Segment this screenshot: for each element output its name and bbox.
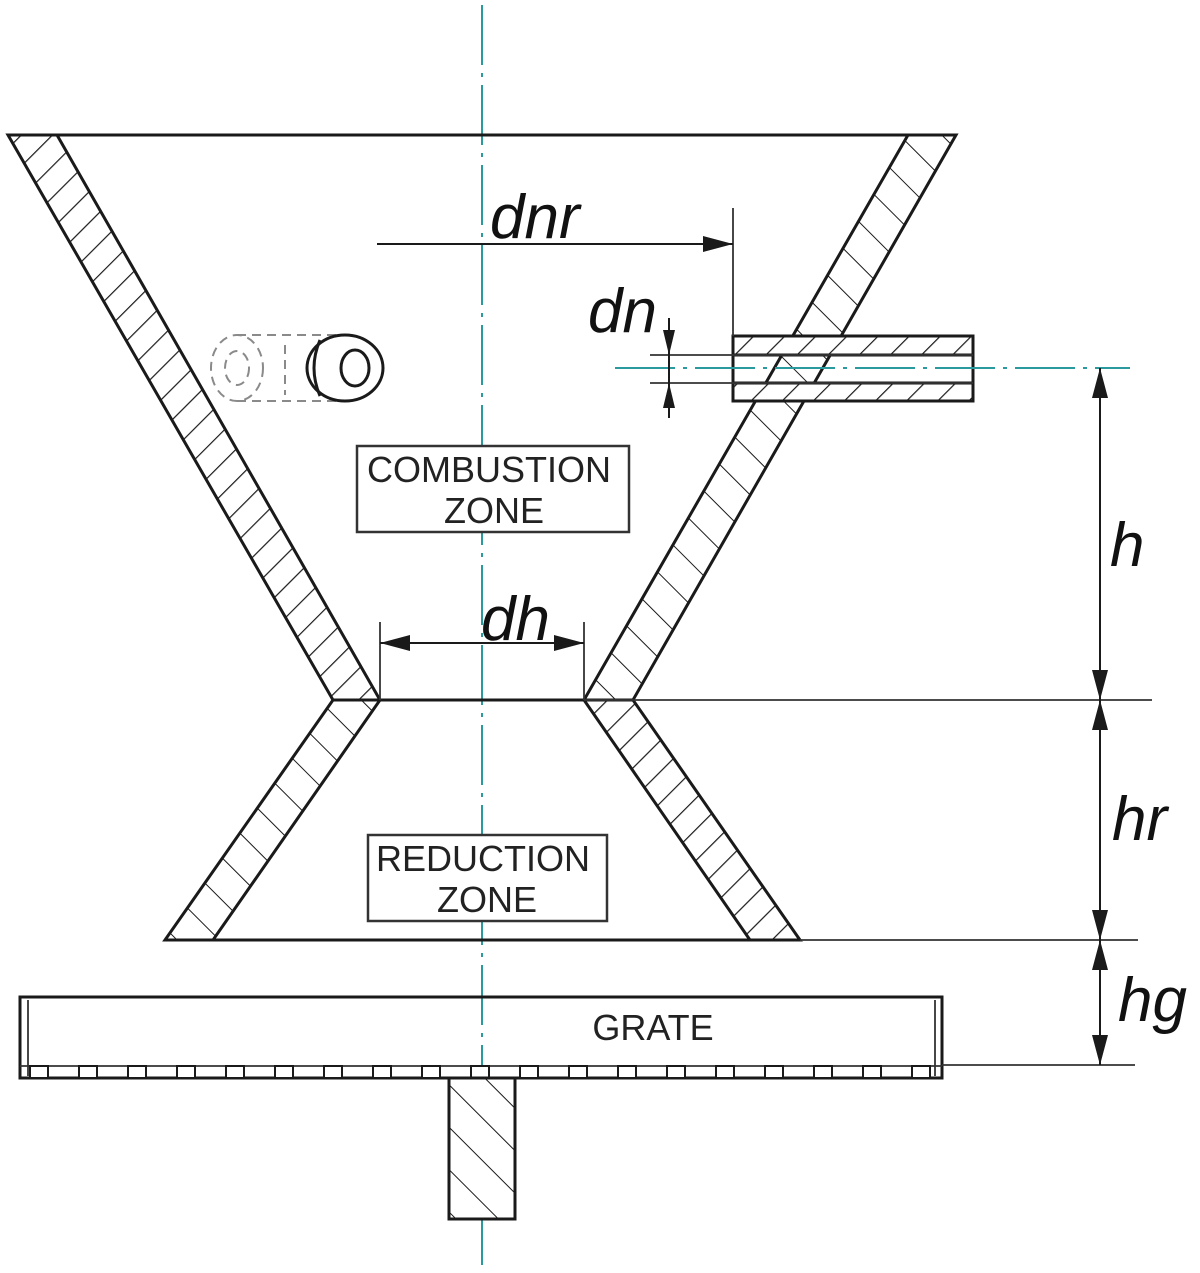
- grate-label: GRATE: [592, 1007, 713, 1048]
- reduction-right-wall: [581, 698, 803, 942]
- grate-slot: [666, 1065, 686, 1079]
- combustion-zone-label-1: COMBUSTION: [367, 449, 611, 490]
- grate-slot: [911, 1065, 931, 1079]
- grate-slot: [176, 1065, 196, 1079]
- reduction-zone-label-2: ZONE: [437, 879, 537, 920]
- reduction-zone-box: [366, 833, 609, 923]
- dim-arrows-vertical: [1092, 368, 1108, 1065]
- combustion-zone-box: [355, 444, 631, 534]
- grate: [18, 995, 944, 1221]
- grate-slot: [862, 1065, 882, 1079]
- grate-slot: [568, 1065, 588, 1079]
- dh-label: dh: [481, 585, 550, 654]
- grate-slot: [78, 1065, 98, 1079]
- combustion-right-wall: [581, 133, 959, 702]
- reduction-left-wall: [162, 698, 383, 942]
- grate-slot: [225, 1065, 245, 1079]
- grate-slot: [764, 1065, 784, 1079]
- combustion-left-wall: [5, 133, 383, 702]
- grate-slot: [323, 1065, 343, 1079]
- grate-slot: [470, 1065, 490, 1079]
- grate-slot: [29, 1065, 49, 1079]
- nozzle-perspective: [210, 333, 385, 403]
- grate-slot: [715, 1065, 735, 1079]
- combustion-zone-label-2: ZONE: [444, 490, 544, 531]
- dnr-arrow: [703, 236, 733, 252]
- grate-slot: [421, 1065, 441, 1079]
- dh-dimension: [379, 622, 585, 700]
- grate-slot: [372, 1065, 392, 1079]
- dnr-label: dnr: [490, 183, 582, 252]
- grate-slot: [813, 1065, 833, 1079]
- dn-dimension: [650, 318, 733, 418]
- grate-slot: [617, 1065, 637, 1079]
- hg-label: hg: [1118, 966, 1187, 1035]
- hr-label: hr: [1112, 785, 1169, 854]
- grate-slot: [519, 1065, 539, 1079]
- reduction-zone-label-1: REDUCTION: [376, 838, 590, 879]
- dn-label: dn: [588, 277, 657, 346]
- grate-slot: [274, 1065, 294, 1079]
- h-label: h: [1110, 511, 1144, 580]
- grate-slot: [127, 1065, 147, 1079]
